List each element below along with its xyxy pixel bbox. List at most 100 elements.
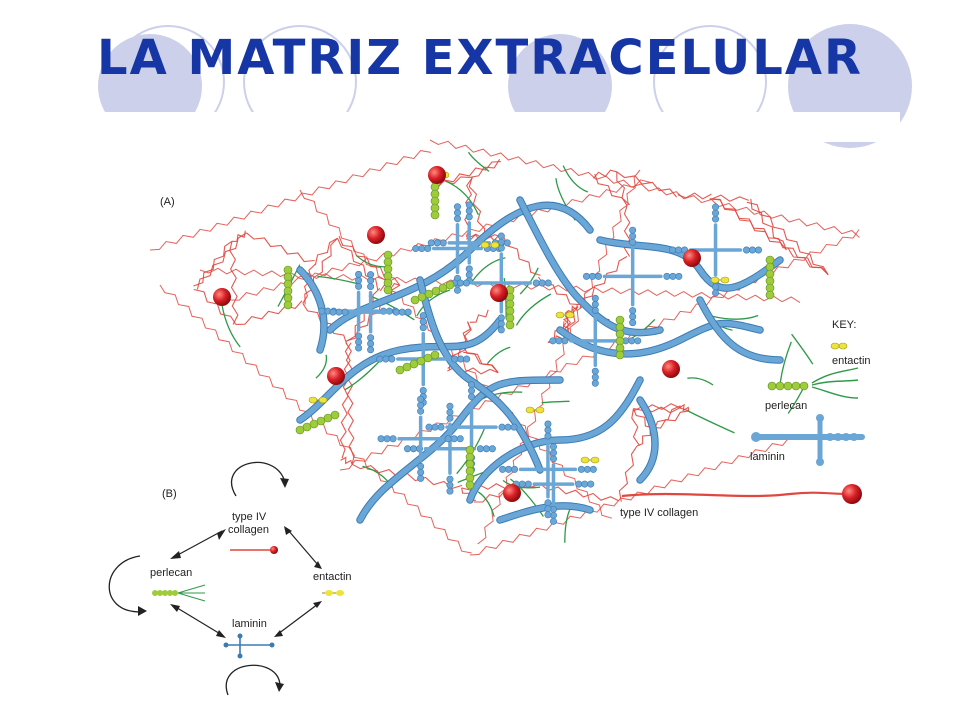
collagen-strand xyxy=(593,169,617,179)
collagen-self-loop xyxy=(230,461,286,497)
laminin-bead xyxy=(418,245,426,253)
laminin-tube xyxy=(597,237,783,291)
laminin-bead xyxy=(424,245,432,253)
perlecan-strand xyxy=(445,180,479,216)
collagen-glyph xyxy=(230,546,278,554)
entactin-glyph xyxy=(322,590,344,596)
perlecan-strand xyxy=(467,151,490,172)
laminin-bead xyxy=(355,270,363,278)
laminin-icon xyxy=(751,414,865,466)
entactin-globule xyxy=(590,456,600,464)
laminin-bead xyxy=(549,443,557,451)
key-label-entactin: entactin xyxy=(832,355,871,367)
perlecan-strand xyxy=(686,409,735,434)
perlecan-strand xyxy=(477,491,495,517)
laminin-bead xyxy=(544,426,552,434)
laminin-bead xyxy=(754,246,762,254)
laminin-bead xyxy=(465,271,473,279)
laminin-bead xyxy=(446,487,454,495)
laminin-bead xyxy=(425,423,433,431)
laminin-cross xyxy=(569,314,622,368)
laminin-bead xyxy=(456,279,464,287)
laminin-cross xyxy=(688,223,743,277)
laminin-bead xyxy=(389,435,397,443)
collagen-icon xyxy=(621,484,862,504)
laminin-bead xyxy=(465,213,473,221)
laminin-network xyxy=(296,196,784,525)
laminin-bead xyxy=(446,402,454,410)
laminin-bead xyxy=(367,340,375,348)
laminin-bead xyxy=(663,272,671,280)
perlecan-strand xyxy=(317,275,360,285)
key-label-collagen: type IV collagen xyxy=(620,507,698,519)
key-heading: KEY: xyxy=(832,319,856,331)
laminin-bead xyxy=(544,499,552,507)
collagen-strand xyxy=(345,288,381,342)
laminin-bead xyxy=(453,215,461,223)
laminin-bead xyxy=(341,308,349,316)
laminin-bead xyxy=(712,203,720,211)
laminin-bead xyxy=(412,245,420,253)
laminin-bead xyxy=(629,238,637,246)
laminin-bead xyxy=(675,272,683,280)
entactin-globule xyxy=(555,311,565,319)
laminin-bead xyxy=(367,346,375,354)
entactin-globule xyxy=(580,456,590,464)
laminin-bead xyxy=(465,201,473,209)
collagen-strand xyxy=(709,198,787,251)
laminin-bead xyxy=(355,276,363,284)
laminin-bead xyxy=(634,337,642,345)
perlecan-strand xyxy=(315,354,328,379)
perlecan-strand xyxy=(510,478,544,517)
laminin-bead xyxy=(376,355,384,363)
node-perlecan: perlecan xyxy=(150,567,192,579)
collagen-strand xyxy=(469,437,790,556)
laminin-bead xyxy=(498,423,506,431)
laminin-bead xyxy=(433,239,441,247)
collagen-strand xyxy=(750,198,787,250)
laminin-bead xyxy=(504,423,512,431)
perlecan-strand xyxy=(779,341,792,387)
collagen-head xyxy=(367,226,385,244)
entactin-globule xyxy=(318,396,328,404)
key-label-laminin: laminin xyxy=(750,451,785,463)
laminin-bead xyxy=(453,203,461,211)
entactin-globule xyxy=(490,241,500,249)
laminin-bead xyxy=(712,215,720,223)
laminin-bead xyxy=(465,265,473,273)
laminin-bead xyxy=(712,209,720,217)
laminin-bead xyxy=(419,312,427,320)
collagen-strand xyxy=(636,427,651,447)
laminin-bead xyxy=(439,239,447,247)
laminin-bead xyxy=(581,480,589,488)
laminin-glyph xyxy=(223,633,275,659)
laminin-bead xyxy=(355,344,363,352)
collagen-strand xyxy=(710,194,749,202)
laminin-bead xyxy=(518,480,526,488)
collagen-strand xyxy=(235,300,303,325)
laminin-bead xyxy=(549,455,557,463)
collagen-strand xyxy=(339,342,352,459)
laminin-bead xyxy=(591,367,599,375)
laminin-bead xyxy=(377,435,385,443)
collagen-strand xyxy=(429,139,860,238)
laminin-bead xyxy=(453,286,461,294)
perlecan-bead xyxy=(615,350,625,360)
collagen-strand xyxy=(436,161,501,189)
collagen-strand xyxy=(618,445,638,502)
laminin-bead xyxy=(588,272,596,280)
collagen-head xyxy=(327,367,345,385)
perlecan-strand xyxy=(519,267,539,295)
laminin-bead xyxy=(417,462,425,470)
perlecan-beads xyxy=(283,175,775,490)
collagen-strand xyxy=(193,240,233,287)
laminin-bead xyxy=(417,401,425,409)
laminin-bead xyxy=(446,408,454,416)
laminin-bead xyxy=(582,272,590,280)
laminin-tube xyxy=(357,377,563,523)
laminin-bead xyxy=(669,246,677,254)
laminin-bead xyxy=(367,283,375,291)
laminin-bead xyxy=(748,246,756,254)
collagen-strand xyxy=(231,230,246,242)
collagen-strand xyxy=(462,343,499,374)
